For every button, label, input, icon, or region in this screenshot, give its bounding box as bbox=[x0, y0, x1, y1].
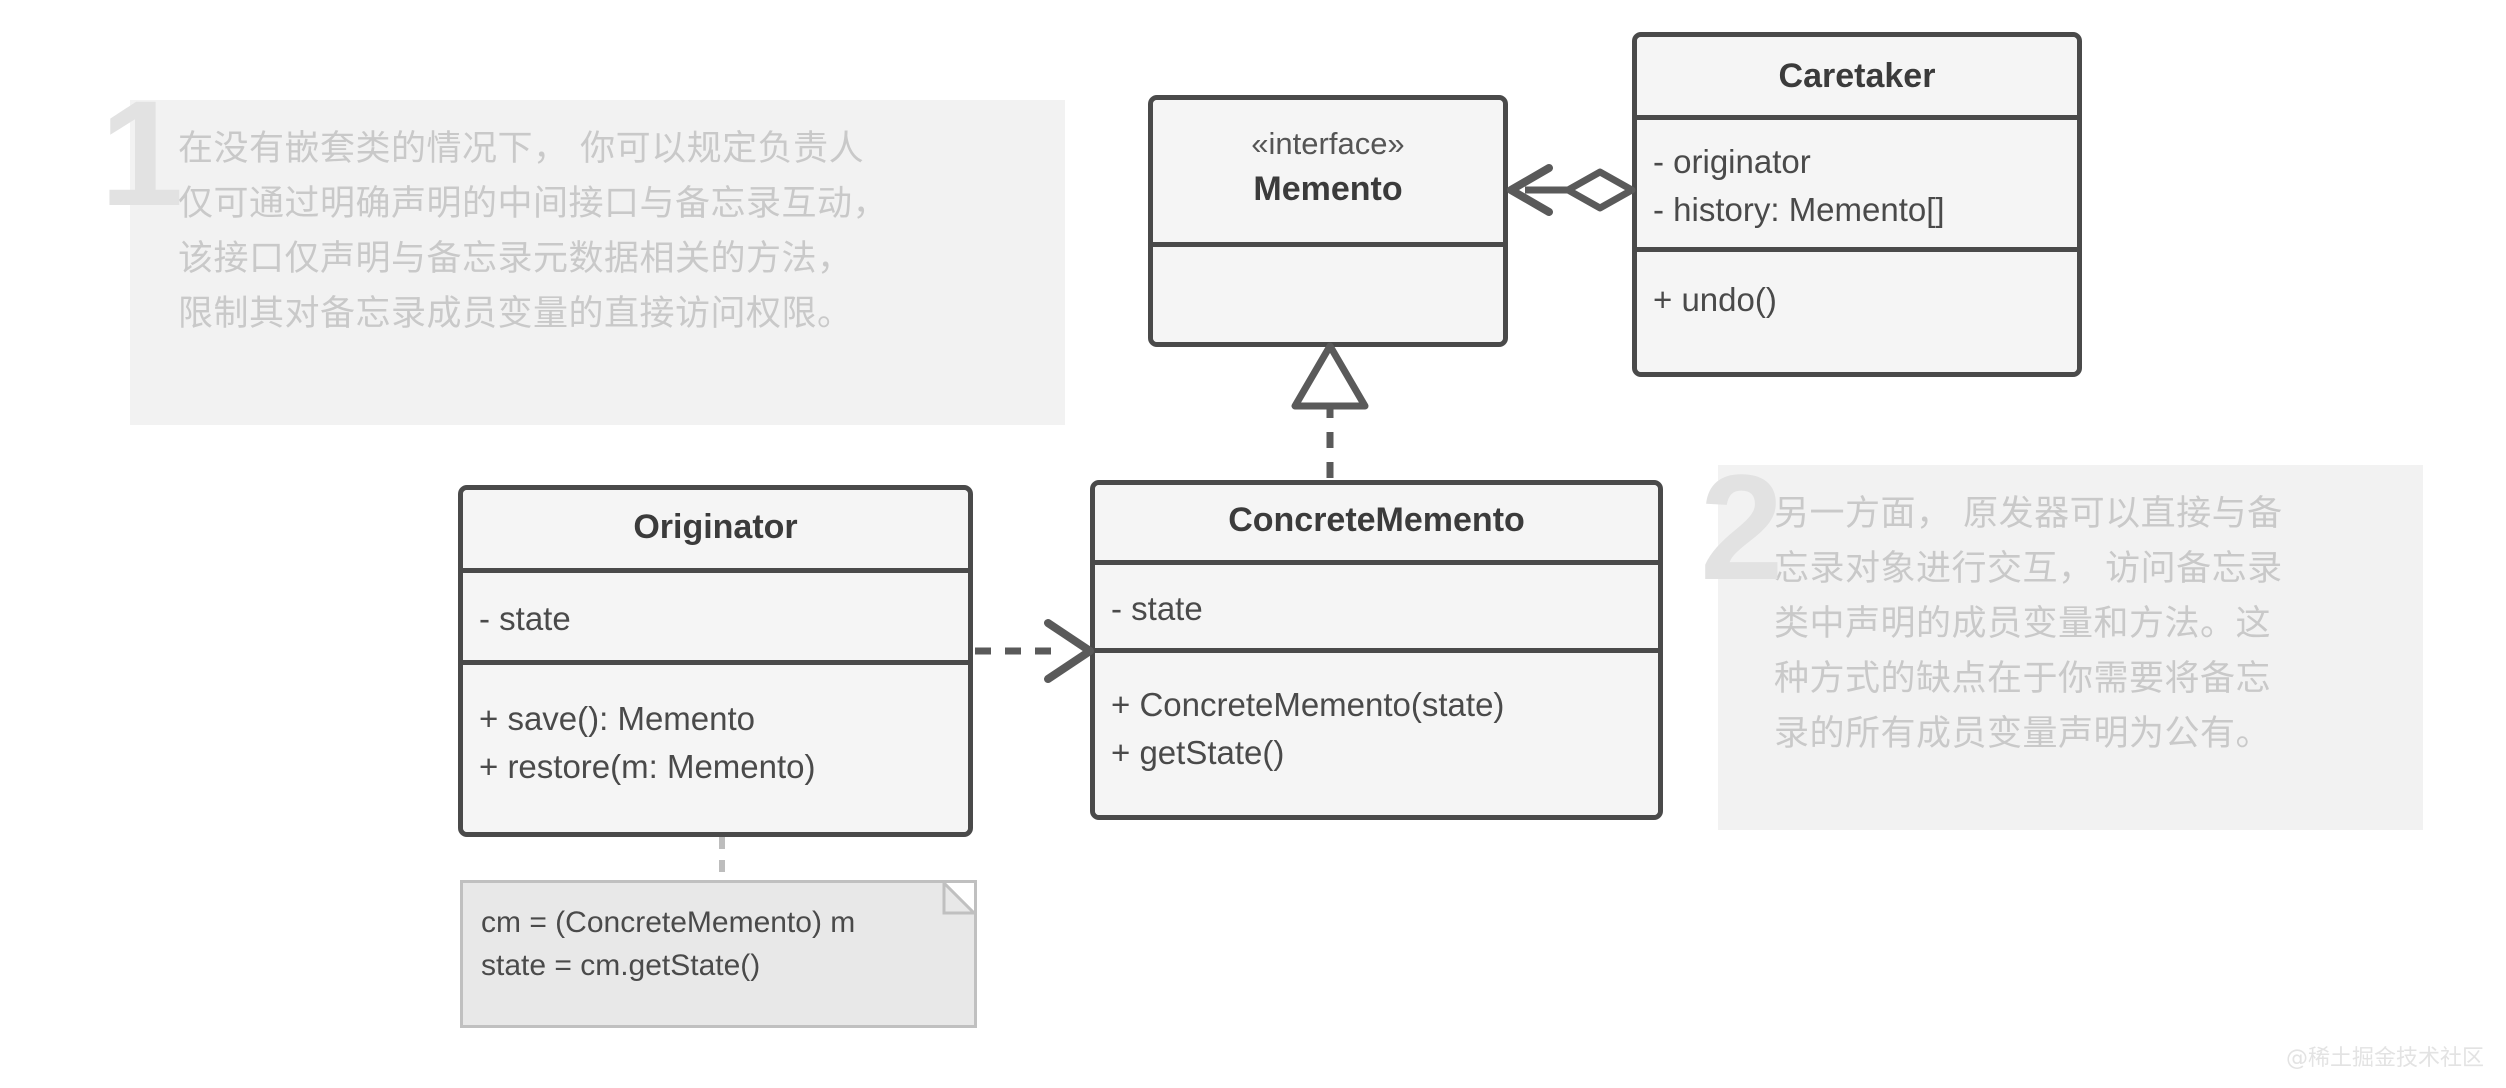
code-note-box[interactable]: cm = (ConcreteMemento) m state = cm.getS… bbox=[460, 880, 977, 1028]
originator-methods-compartment: + save(): Memento + restore(m: Memento) bbox=[463, 660, 968, 832]
concrete-memento-title: ConcreteMemento bbox=[1228, 501, 1525, 539]
originator-title: Originator bbox=[633, 508, 798, 546]
memento-title: Memento bbox=[1253, 170, 1403, 208]
annotation-1-text: 在没有嵌套类的情况下， 你可以规定负责人 仅可通过明确声明的中间接口与备忘录互动… bbox=[178, 129, 889, 334]
realization-triangle-icon bbox=[1291, 342, 1369, 410]
annotation-1-numeral: 1 bbox=[100, 69, 184, 237]
concrete-memento-method: + getState() bbox=[1111, 734, 1285, 771]
concrete-memento-attribute: - state bbox=[1111, 590, 1203, 627]
class-box-memento[interactable]: «interface» Memento bbox=[1148, 95, 1508, 347]
concrete-memento-header: ConcreteMemento bbox=[1095, 485, 1658, 560]
originator-header: Originator bbox=[463, 490, 968, 568]
caretaker-attributes-compartment: - originator - history: Memento[] bbox=[1637, 115, 2077, 247]
annotation-panel-1: 在没有嵌套类的情况下， 你可以规定负责人 仅可通过明确声明的中间接口与备忘录互动… bbox=[130, 100, 1065, 425]
open-arrow-icon bbox=[1507, 164, 1553, 216]
class-box-caretaker[interactable]: Caretaker - originator - history: Mement… bbox=[1632, 32, 2082, 377]
caretaker-header: Caretaker bbox=[1637, 37, 2077, 115]
annotation-2-numeral: 2 bbox=[1700, 443, 1784, 611]
concrete-memento-attributes-compartment: - state bbox=[1095, 560, 1658, 648]
watermark-label: @稀土掘金技术社区 bbox=[2285, 1046, 2484, 1071]
connector-caretaker-memento bbox=[1507, 164, 1636, 216]
caretaker-attribute: - originator bbox=[1653, 143, 1811, 180]
connector-concrete-memento-realizes-memento bbox=[1291, 342, 1369, 478]
open-arrow-icon bbox=[1044, 619, 1094, 683]
memento-members-compartment bbox=[1153, 242, 1503, 342]
caretaker-attribute: - history: Memento[] bbox=[1653, 191, 1945, 228]
originator-attributes-compartment: - state bbox=[463, 568, 968, 660]
caretaker-title: Caretaker bbox=[1778, 57, 1936, 95]
note-code-line-2: state = cm.getState() bbox=[481, 949, 761, 982]
class-box-concrete-memento[interactable]: ConcreteMemento - state + ConcreteMement… bbox=[1090, 480, 1663, 820]
originator-method: + restore(m: Memento) bbox=[479, 748, 816, 785]
memento-header: «interface» Memento bbox=[1153, 100, 1503, 242]
note-fold-corner bbox=[944, 883, 974, 913]
concrete-memento-method: + ConcreteMemento(state) bbox=[1111, 686, 1505, 723]
caretaker-methods-compartment: + undo() bbox=[1637, 247, 2077, 372]
originator-attribute: - state bbox=[479, 600, 571, 637]
memento-stereotype: «interface» bbox=[1251, 126, 1405, 161]
aggregation-diamond-icon bbox=[1564, 168, 1636, 212]
connector-originator-depends-concrete-memento bbox=[975, 619, 1094, 683]
originator-method: + save(): Memento bbox=[479, 700, 756, 737]
note-code-line-1: cm = (ConcreteMemento) m bbox=[481, 906, 856, 939]
concrete-memento-methods-compartment: + ConcreteMemento(state) + getState() bbox=[1095, 648, 1658, 815]
annotation-panel-2: 另一方面， 原发器可以直接与备 忘录对象进行交互， 访问备忘录 类中声明的成员变… bbox=[1718, 465, 2423, 830]
annotation-2-text: 另一方面， 原发器可以直接与备 忘录对象进行交互， 访问备忘录 类中声明的成员变… bbox=[1774, 494, 2283, 754]
class-box-originator[interactable]: Originator - state + save(): Memento + r… bbox=[458, 485, 973, 837]
caretaker-method: + undo() bbox=[1653, 281, 1777, 318]
